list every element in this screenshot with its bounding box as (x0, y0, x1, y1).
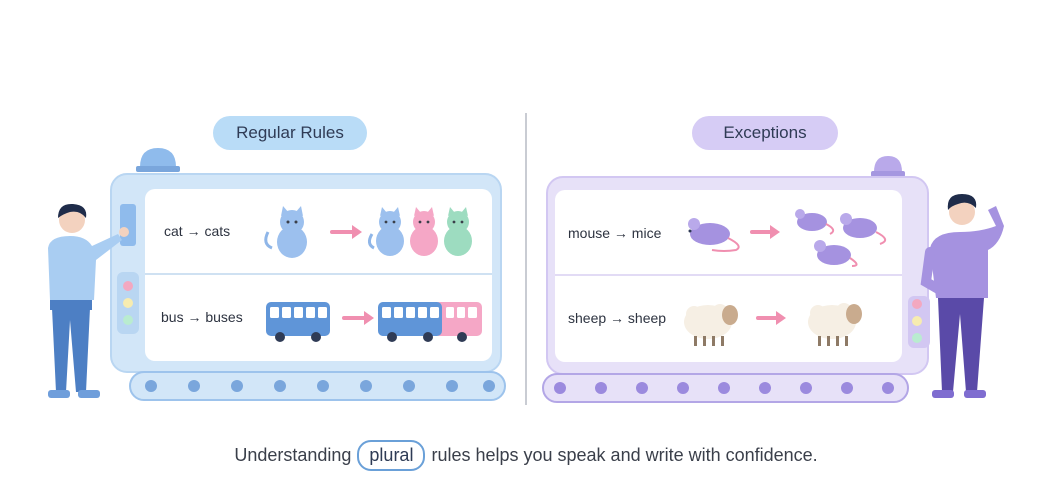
machine-slider (120, 204, 136, 246)
row-label-bus: bus → buses (161, 309, 243, 325)
mice-icon (795, 209, 887, 267)
arrow-icon (330, 225, 362, 239)
row-label-cat: cat → cats (164, 223, 231, 239)
row-label-sheep: sheep → sheep (568, 310, 667, 326)
caption-after: rules helps you speak and write with con… (431, 445, 818, 465)
exceptions-title: Exceptions (692, 116, 838, 150)
caption-highlight: plural (357, 440, 426, 471)
caption: Understanding plural rules helps you spe… (0, 440, 1052, 471)
arrow-icon (756, 311, 786, 325)
indicator-light-yellow (912, 316, 922, 326)
indicator-light-green (123, 315, 133, 325)
person-thinking-icon (920, 194, 1004, 398)
regular-rules-machine (110, 148, 506, 401)
caption-before: Understanding (234, 445, 352, 465)
bus-icon (266, 302, 330, 342)
indicator-light-red (123, 281, 133, 291)
machine-beacon-icon (874, 156, 902, 172)
indicator-light-red (912, 299, 922, 309)
sheep-plural-icon (808, 303, 862, 346)
center-divider (525, 113, 527, 405)
sheep-icon (684, 304, 738, 346)
exceptions-machine (542, 156, 930, 403)
person-pointing-icon (48, 203, 129, 398)
row-label-mouse: mouse → mice (568, 225, 662, 241)
indicator-light-yellow (123, 298, 133, 308)
indicator-light-green (912, 333, 922, 343)
mouse-icon (688, 218, 740, 252)
machine-beacon-icon (140, 148, 176, 167)
cat-icon (264, 206, 307, 258)
regular-rules-title: Regular Rules (213, 116, 367, 150)
buses-icon (378, 302, 482, 342)
cats-icon (367, 207, 472, 256)
arrow-icon (750, 225, 780, 239)
arrow-icon (342, 311, 374, 325)
